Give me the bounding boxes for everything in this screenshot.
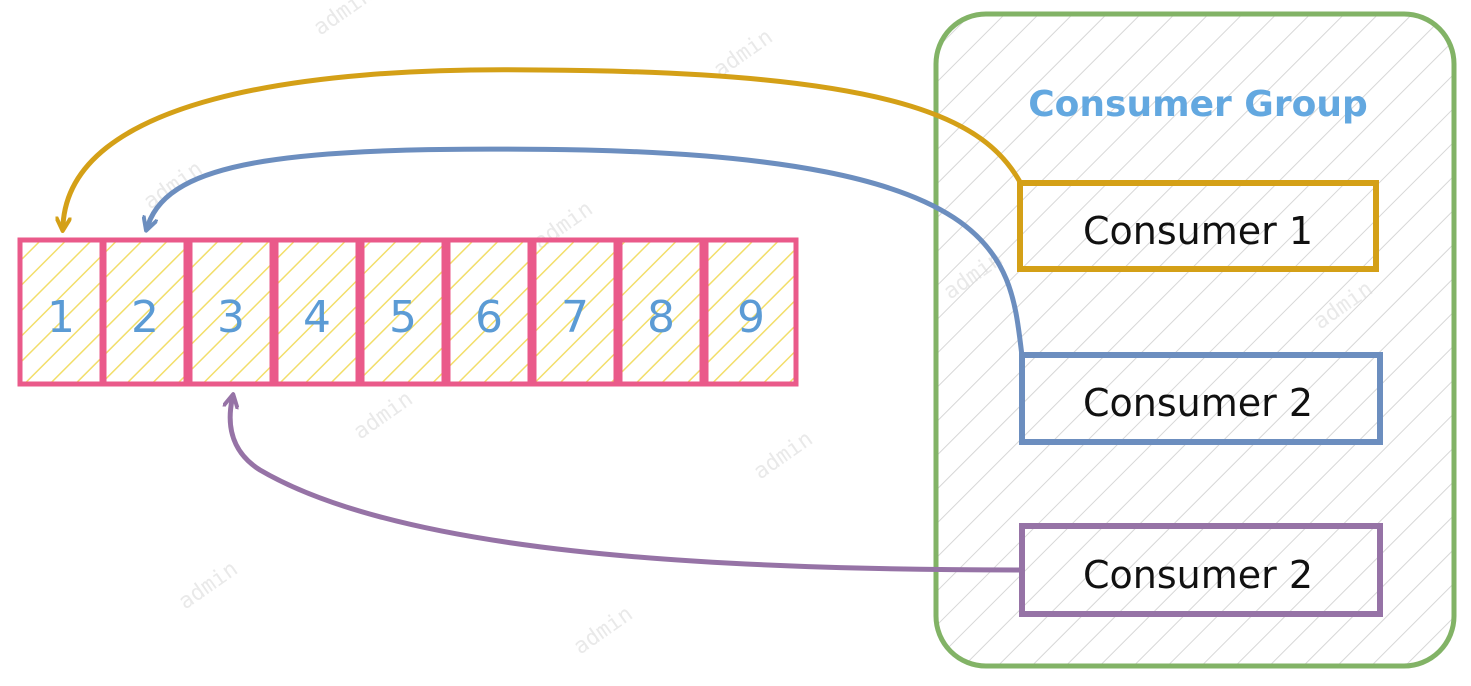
consumer-group-title: Consumer Group (1028, 84, 1368, 125)
consumer-box: Consumer 2 (1019, 352, 1383, 445)
consumer-1-arrow (63, 67, 1023, 225)
watermark: admin (349, 386, 418, 444)
queue-cell: 1 (17, 237, 105, 387)
message-queue: 1 2 3 4 5 6 7 8 (17, 237, 799, 387)
watermark: admin (749, 426, 818, 484)
consumer-arrows (63, 67, 1025, 573)
consumer-box: Consumer 2 (1019, 523, 1383, 617)
consumer-label: Consumer 2 (1083, 381, 1313, 425)
consumer-group-box (933, 11, 1457, 669)
queue-cell: 4 (273, 237, 361, 387)
queue-cell: 9 (703, 237, 799, 387)
consumer-2-arrow (148, 146, 1025, 359)
queue-cell: 5 (359, 237, 447, 387)
watermark: admin (139, 156, 208, 214)
watermark: admin (174, 556, 243, 614)
queue-cell-number: 4 (303, 292, 331, 343)
queue-cell-number: 5 (389, 292, 417, 343)
consumer-1-box (1017, 180, 1379, 272)
queue-cell-number: 6 (475, 292, 503, 343)
queue-cell-number: 1 (47, 292, 75, 343)
queue-cell-number: 9 (737, 292, 765, 343)
consumer-group: Consumer Group (933, 11, 1457, 669)
consumer-3-box (1019, 523, 1383, 617)
consumer-box: Consumer 1 (1017, 180, 1379, 272)
queue-cell-number: 3 (217, 292, 245, 343)
consumer-2-box (1019, 352, 1383, 445)
consumer-label: Consumer 2 (1083, 553, 1313, 597)
watermark: admin (309, 0, 378, 41)
consumer-label: Consumer 1 (1083, 209, 1313, 253)
queue-cell-number: 8 (647, 292, 675, 343)
queue-cell: 6 (445, 237, 533, 387)
queue-cell: 7 (531, 237, 619, 387)
watermark: admin (569, 601, 638, 659)
queue-cell-number: 2 (131, 292, 159, 343)
queue-cell: 2 (101, 237, 189, 387)
queue-cell: 3 (187, 237, 275, 387)
queue-cell-number: 7 (561, 292, 589, 343)
consumer-3-arrow (230, 400, 1025, 573)
queue-cell: 8 (617, 237, 705, 387)
consumer-list: Consumer 1 Consumer 2 Consumer 2 (1017, 180, 1383, 617)
